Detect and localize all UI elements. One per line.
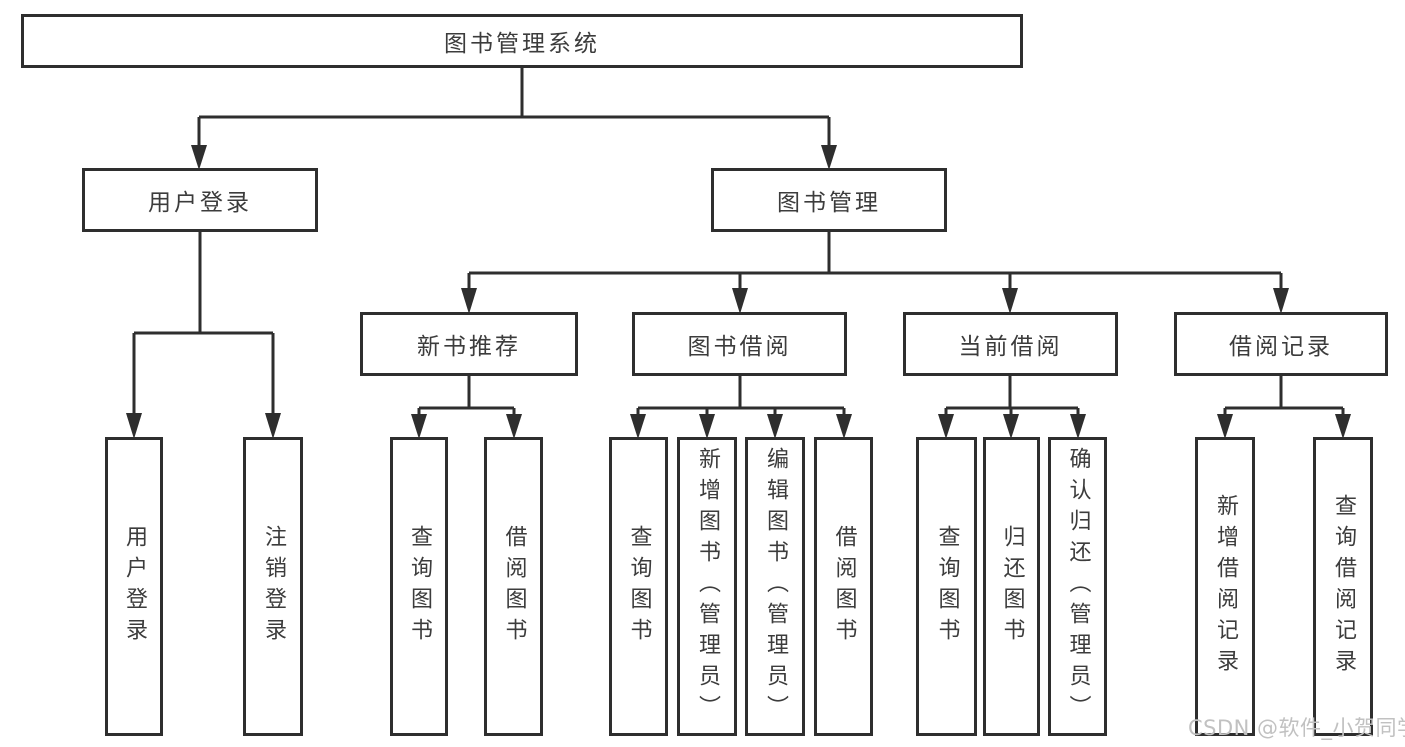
- leaf-user-login: 用户登录: [105, 437, 163, 736]
- leaf-label: 注销登录: [261, 524, 286, 649]
- leaf-label: 归还图书: [999, 524, 1025, 649]
- node-book-management: 图书管理: [711, 168, 947, 232]
- arrowhead: [1273, 288, 1289, 314]
- leaf-return-books: 归还图书: [983, 437, 1040, 736]
- arrowhead: [732, 288, 748, 314]
- leaf-label: 借阅图书: [831, 524, 857, 649]
- arrowhead: [191, 145, 207, 170]
- leaf-add-books-admin: 新增图书（管理员）: [677, 437, 737, 736]
- leaf-add-borrow-record: 新增借阅记录: [1195, 437, 1255, 736]
- leaf-label: 新增图书（管理员）: [695, 447, 720, 726]
- leaf-label: 编辑图书（管理员）: [763, 447, 788, 726]
- arrowhead: [630, 414, 646, 439]
- node-user-login: 用户登录: [82, 168, 318, 232]
- leaf-label: 用户登录: [122, 524, 147, 649]
- arrowhead: [821, 145, 837, 170]
- arrowhead: [767, 414, 783, 439]
- leaf-label: 确认归还（管理员）: [1065, 447, 1091, 726]
- leaf-label: 借阅图书: [501, 524, 527, 649]
- arrowhead: [699, 414, 715, 439]
- arrowhead: [1335, 414, 1351, 439]
- arrowhead: [836, 414, 852, 439]
- arrowhead: [126, 413, 142, 439]
- leaf-label: 查询图书: [626, 524, 652, 649]
- connector-book-borrow-to-leaves: [630, 376, 852, 439]
- leaf-logout: 注销登录: [243, 437, 303, 736]
- arrowhead: [1217, 414, 1233, 439]
- leaf-confirm-return-admin: 确认归还（管理员）: [1048, 437, 1107, 736]
- leaf-query-books-recommend: 查询图书: [390, 437, 448, 736]
- leaf-query-books-current: 查询图书: [916, 437, 977, 736]
- connector-book-mgmt-to-level3: [461, 232, 1289, 314]
- arrowhead: [265, 413, 281, 439]
- connector-root-to-level2: [191, 66, 837, 170]
- node-book-borrowing: 图书借阅: [632, 312, 847, 376]
- csdn-watermark: CSDN @软件_小贺同学: [1188, 716, 1405, 740]
- leaf-query-borrow-record: 查询借阅记录: [1313, 437, 1373, 736]
- connector-user-login-to-leaves: [126, 232, 281, 439]
- connector-borrow-records-to-leaves: [1217, 376, 1351, 439]
- node-root-system: 图书管理系统: [21, 14, 1023, 68]
- connector-current-borrow-to-leaves: [938, 376, 1086, 439]
- arrowhead: [411, 414, 427, 439]
- node-new-book-recommend: 新书推荐: [360, 312, 578, 376]
- arrowhead: [1003, 414, 1019, 439]
- leaf-label: 查询借阅记录: [1331, 493, 1356, 680]
- leaf-borrow-books-recommend: 借阅图书: [484, 437, 543, 736]
- arrowhead: [1002, 288, 1018, 314]
- connector-new-book-rec-to-leaves: [411, 376, 522, 439]
- arrowhead: [938, 414, 954, 439]
- leaf-label: 新增借阅记录: [1213, 493, 1238, 680]
- leaf-query-books-borrowing: 查询图书: [609, 437, 668, 736]
- leaf-label: 查询图书: [934, 524, 960, 649]
- node-borrowing-records: 借阅记录: [1174, 312, 1388, 376]
- leaf-label: 查询图书: [407, 524, 432, 649]
- node-current-borrowing: 当前借阅: [903, 312, 1118, 376]
- arrowhead: [461, 288, 477, 314]
- leaf-borrow-books: 借阅图书: [814, 437, 873, 736]
- arrowhead: [1070, 414, 1086, 439]
- arrowhead: [506, 414, 522, 439]
- leaf-edit-books-admin: 编辑图书（管理员）: [745, 437, 805, 736]
